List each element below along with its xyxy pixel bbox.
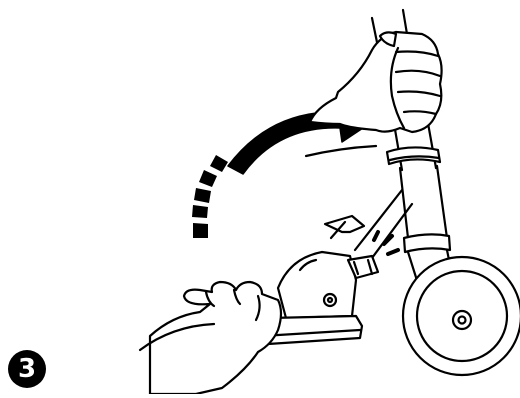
step-number-badge: 3	[8, 350, 46, 388]
sleeve-line	[306, 146, 376, 156]
lower-hand	[140, 282, 281, 394]
upper-hand	[310, 32, 442, 132]
